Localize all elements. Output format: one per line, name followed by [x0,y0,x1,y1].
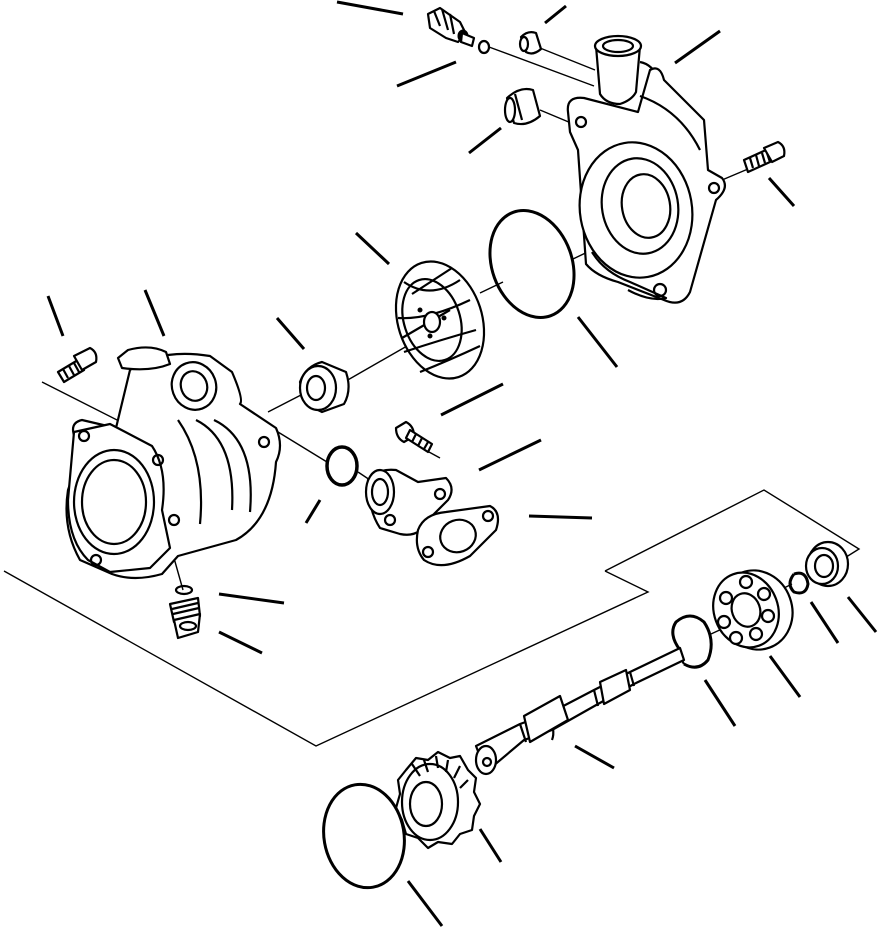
cover-bolt [742,140,786,174]
upper-elbow-fitting [426,6,476,48]
drain-o-ring [174,584,194,596]
outlet-elbow [364,468,453,536]
drain-plug [168,596,202,640]
upper-small-o-ring [477,39,491,55]
elbow-gasket [415,504,500,567]
cover-o-ring [488,209,576,319]
ball-bearing [712,569,794,651]
upper-plug [518,31,543,55]
leader-lines [46,0,878,927]
elbow-bolt [394,420,434,454]
snap-ring-small [788,571,810,595]
cover-plug [503,87,542,126]
drive-gear [394,750,482,850]
pump-shaft [474,646,686,776]
oil-seal [804,540,850,588]
impeller [394,260,486,380]
body-o-ring [325,445,359,487]
pump-body [65,346,282,580]
gear-o-ring [322,782,406,890]
seal [298,360,350,414]
pump-cover [566,34,727,304]
body-bolt [56,346,98,384]
